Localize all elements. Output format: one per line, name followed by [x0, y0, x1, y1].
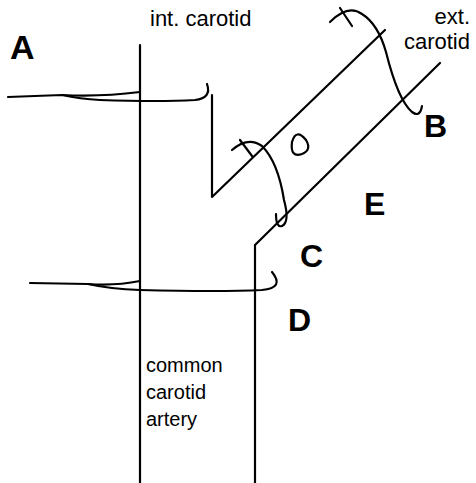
- vessel-name: int. carotid: [150, 6, 280, 31]
- callout-letter: B: [424, 108, 464, 145]
- callout-letter: E: [364, 186, 404, 223]
- vessel-wall: [212, 30, 385, 197]
- suture: [30, 272, 277, 291]
- stitch: [292, 134, 309, 154]
- ligature: [330, 10, 422, 114]
- ligature-knot: [340, 8, 352, 26]
- callout-letter: C: [300, 238, 340, 275]
- callout-letter: A: [10, 28, 50, 67]
- vessel-wall: [255, 63, 440, 483]
- suture: [62, 92, 140, 96]
- callout-letter: D: [288, 302, 328, 339]
- vessel-name: common carotid artery: [146, 352, 250, 433]
- suture: [88, 281, 140, 285]
- ligature-knot: [240, 140, 252, 156]
- vessel-name: ext. carotid: [382, 4, 470, 55]
- suture: [8, 84, 208, 101]
- ligature: [232, 142, 287, 226]
- vessel-wall: [139, 45, 141, 483]
